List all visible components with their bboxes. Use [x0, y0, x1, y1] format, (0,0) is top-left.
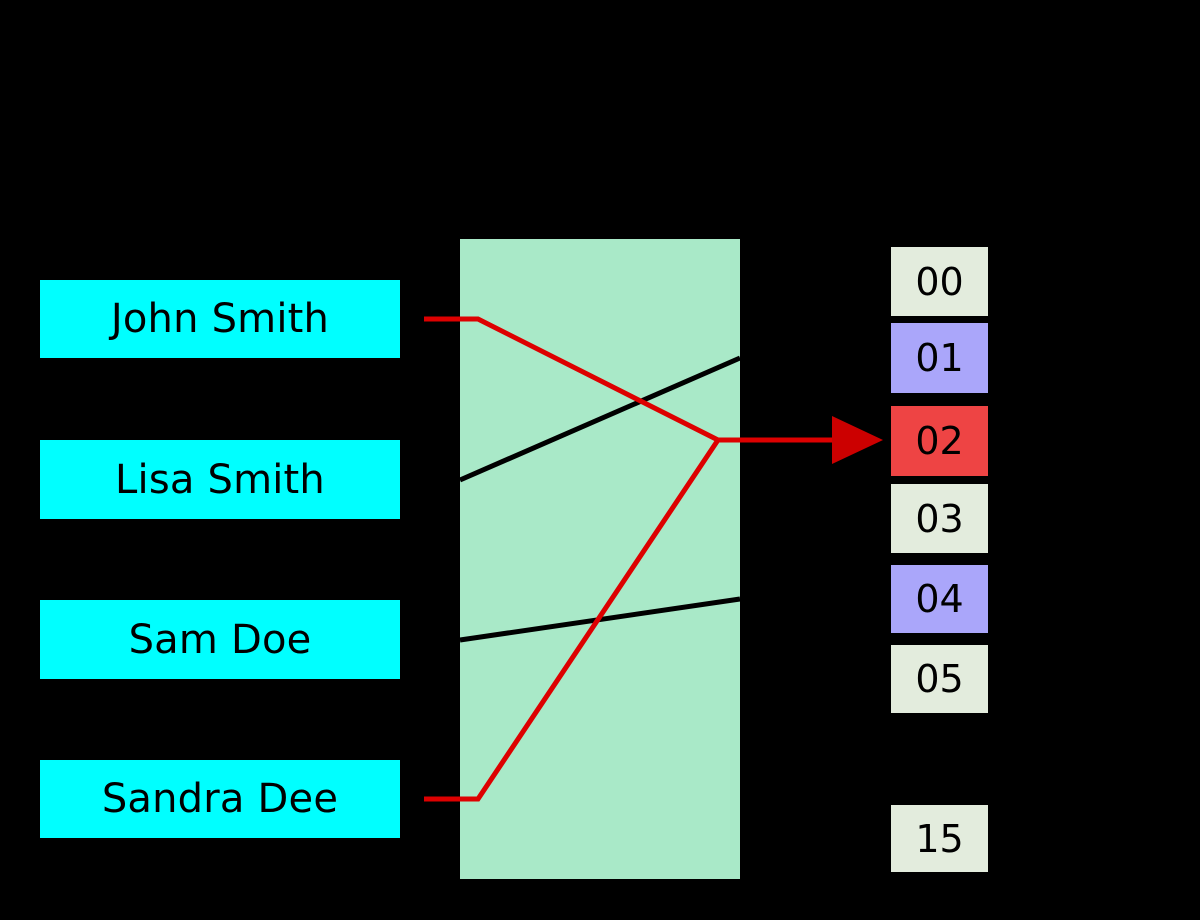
slot-index-label: 01: [915, 336, 964, 380]
arrow-head-icon: [832, 416, 883, 464]
key-label: Sandra Dee: [101, 776, 339, 822]
slot-index-label: 15: [915, 816, 964, 861]
key-box-3[interactable]: Sandra Dee: [40, 760, 400, 838]
table-slot-05[interactable]: 05: [891, 645, 988, 713]
table-slot-00[interactable]: 00: [891, 247, 988, 316]
key-box-1[interactable]: Lisa Smith: [40, 440, 400, 519]
slot-index-label: 02: [915, 419, 964, 463]
slot-index-label: 05: [915, 657, 964, 701]
slot-index-label: 04: [915, 577, 964, 621]
key-label: John Smith: [110, 296, 330, 342]
hash-function-box: [460, 239, 740, 879]
table-slot-02[interactable]: 02: [891, 406, 988, 476]
table-slot-04[interactable]: 04: [891, 565, 988, 633]
key-label: Lisa Smith: [115, 456, 325, 503]
key-box-2[interactable]: Sam Doe: [40, 600, 400, 679]
table-slot-03[interactable]: 03: [891, 484, 988, 553]
key-label: Sam Doe: [128, 616, 312, 663]
slot-index-label: 00: [915, 259, 964, 304]
slot-index-label: 03: [915, 496, 964, 541]
key-box-0[interactable]: John Smith: [40, 280, 400, 358]
table-slot-01[interactable]: 01: [891, 323, 988, 393]
table-slot-15[interactable]: 15: [891, 805, 988, 872]
